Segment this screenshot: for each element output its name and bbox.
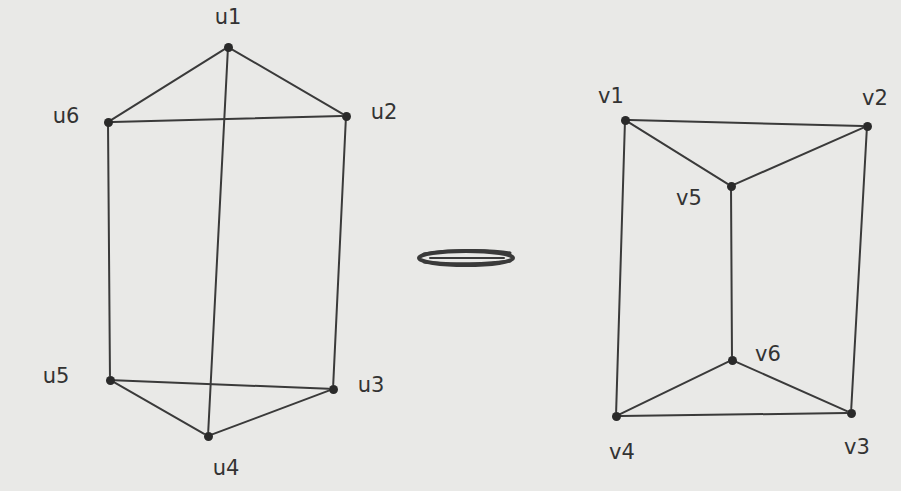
graph-vertex: v6 <box>728 356 737 365</box>
graph-vertex: u4 <box>204 432 213 441</box>
graph-edge <box>735 128 863 184</box>
graph-edge <box>333 120 346 384</box>
graph-edge <box>730 190 733 355</box>
graph-edge <box>208 51 228 431</box>
graph-vertex: v4 <box>612 412 621 421</box>
graph-edge <box>629 120 862 126</box>
graph-vertex: u1 <box>224 43 233 52</box>
graph-edge <box>114 380 328 389</box>
vertex-label: v1 <box>598 86 624 107</box>
vertex-label: v2 <box>862 88 888 109</box>
graph-edge <box>112 116 341 122</box>
graph-edge <box>620 362 728 414</box>
graph-edge <box>616 124 625 411</box>
graph-vertex: u5 <box>106 376 115 385</box>
vertex-label: v5 <box>676 188 702 209</box>
graph-edge <box>212 391 329 435</box>
vertex-label: v6 <box>755 344 781 365</box>
vertex-label: u2 <box>371 102 398 123</box>
vertex-label: u3 <box>358 375 385 396</box>
graph-vertex: v5 <box>727 182 736 191</box>
vertex-label: u4 <box>213 458 240 479</box>
graph-edge <box>112 49 224 119</box>
vertex-label: u1 <box>215 7 242 28</box>
graph-edge <box>108 126 110 375</box>
graph-edge <box>736 362 847 411</box>
graph-edge <box>851 130 866 408</box>
vertex-label: u5 <box>43 366 70 387</box>
graph-edge <box>629 122 727 183</box>
graph-vertex: v2 <box>863 122 872 131</box>
graph-vertex: v1 <box>621 116 630 125</box>
graph-edge <box>232 49 342 113</box>
vertex-label: v3 <box>844 437 870 458</box>
graph-vertex: v3 <box>847 409 856 418</box>
graph-vertex: u3 <box>329 385 338 394</box>
graph-vertex: u2 <box>342 112 351 121</box>
graph-edge <box>114 382 204 434</box>
vertex-label: v4 <box>609 442 635 463</box>
isomorphism-scribble <box>419 250 513 265</box>
vertex-label: u6 <box>53 106 80 127</box>
graph-vertex: u6 <box>104 118 113 127</box>
graph-edge <box>620 413 846 416</box>
